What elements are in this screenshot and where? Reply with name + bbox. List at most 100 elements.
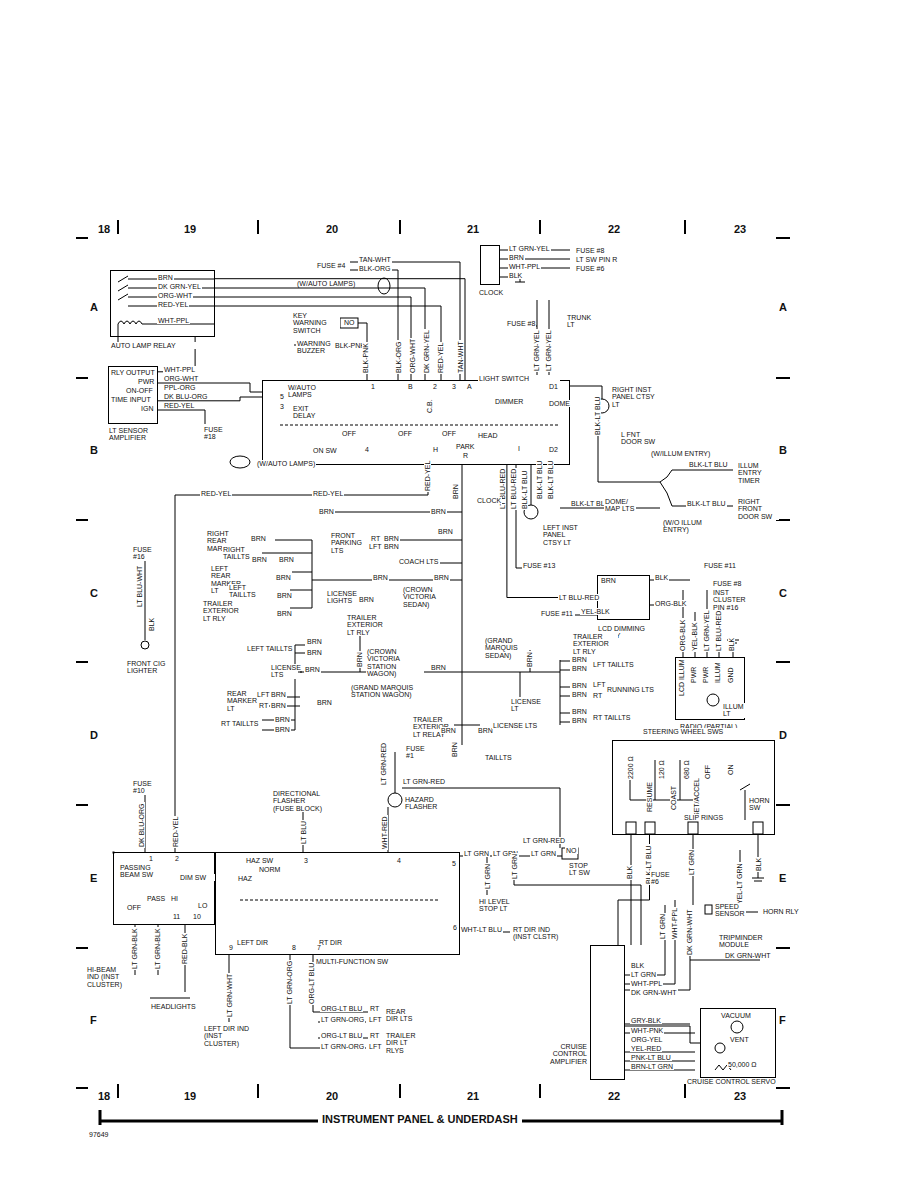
wire-label: SPEED SENSOR [714,903,746,918]
grid-reference: C [778,588,788,600]
wire-label: 3 [279,403,285,410]
wire-label: OFF [704,764,711,780]
wire-label: RT [592,692,603,699]
wire-label: IGN [140,405,154,412]
wire-label: BLK-LT BLU [688,461,729,468]
wire-label: SET/ACCEL [693,777,700,818]
wire-label: (CROWN VICTORIA STATION WAGON) [366,648,424,677]
wire-label: RED-YEL [424,460,431,492]
wire-label: I [517,445,521,452]
wire-label: BLK [630,962,645,969]
wire-label: 50,000 Ω [727,1061,758,1068]
wire-label: HORN RLY [762,908,800,915]
grid-reference: 20 [325,1091,339,1103]
wire-label: LT GRN-RED [402,778,446,785]
wire-label: BLK-ORG [358,265,392,272]
wire-label: 1 [370,383,376,390]
grid-reference: A [778,302,788,314]
wire-label: PWR [690,666,697,684]
wire-label: LT BLU-RED [510,468,517,510]
wire-label: DOME/ MAP LTS [604,498,636,513]
wire-label: BRN [306,649,323,656]
component-label: CRUISE CONTROL SERVO [686,1078,798,1085]
wire-label: LICENSE LTS [492,722,538,729]
component-box: CLOCK [480,245,500,285]
wire-label: (W/O ILLUM ENTRY) [662,519,712,534]
wire-label: 4 [364,446,370,453]
wire-label: PWR [137,378,155,385]
wire-label: TRAILER EXTERIOR LT RLY [346,614,388,636]
wire-label: WHT-PNK [630,1027,664,1034]
wire-label: FUSE #8 [575,247,605,254]
wire-label: (W/ILLUM ENTRY) [650,450,711,457]
wire-label: RED-YEL [312,490,344,497]
wire-label: BRN [274,716,291,723]
component-label: MULTI-FUNCTION SW [315,958,417,965]
wire-label: TRAILER EXTERIOR LT RLY [202,600,248,622]
wire-label: VACUUM [720,1012,752,1019]
wire-label: C.B. [426,398,433,414]
wire-label: ILLUM [714,661,721,684]
wire-label: GND [727,666,734,684]
wire-label: HI LEVEL STOP LT [478,898,512,913]
wire-label: BLK-LT BLU [547,459,554,500]
wire-label: LT GRN-YEL [545,329,552,372]
wire-label: YEL-BLK [691,621,698,652]
wire-label: BRN [451,741,458,758]
grid-reference: F [778,1015,787,1027]
wire-label: DK BLU-ORG [163,393,209,400]
wire-label: LT GRN [630,971,657,978]
wire-label: ORG-LT BLU [308,962,315,1005]
wire-label: DK GRN-YEL [157,283,202,290]
wire-label: LT GRN-YEL [533,329,540,372]
wire-label: D2 [548,446,559,453]
grid-reference: F [89,1015,98,1027]
wire-label: TAN-WHT [358,256,392,263]
wire-label: OFF [397,430,413,437]
wire-label: YEL-LT GRN [736,862,743,905]
wire-label: LT SW PIN R [575,256,618,263]
wire-label: BRN [437,528,454,535]
wire-label: ORG-WHT [157,292,193,299]
wire-label: 2 [174,855,180,862]
wire-label: BRN [270,702,287,709]
grid-reference: 19 [183,1091,197,1103]
grid-reference: B [89,445,99,457]
wire-label: HAZ [237,875,253,882]
wire-label: WHT-PPL [157,317,190,324]
wire-label: 120 Ω [658,759,665,780]
grid-reference: D [89,730,99,742]
wire-label: LT GRN-RED [380,742,387,786]
wire-label: BRN [274,726,291,733]
wire-label: SLIP RINGS [683,814,724,821]
wire-label: RUNNING LTS [606,686,655,693]
wire-label: CLOCK [476,497,502,504]
wire-label: BRN [304,666,321,673]
wire-label: LT GRN [511,853,518,880]
wire-label: FRONT PARKING LTS [330,532,368,554]
wire-label: BRN [276,610,293,617]
wire-label: (GRAND MARQUIS STATION WAGON) [350,684,416,699]
wire-label: ON SW [312,447,338,454]
wire-label: HI [170,895,179,902]
grid-reference: C [89,588,99,600]
wire-label: BRN [440,727,457,734]
wire-label: DIMMER [494,398,524,405]
wire-label: LT GRN [530,850,557,857]
wire-label: BLK [626,865,633,880]
wire-label: FUSE #4 [316,262,346,269]
wire-label: (GRAND MARQUIS SEDAN) [484,637,528,659]
wire-connector [625,1026,700,1043]
wire-label: RED-YEL [157,301,189,308]
wire-label: LT GRN-ORG [286,960,293,1005]
wire-label: LICENSE LT [510,698,538,713]
diagram-title: INSTRUMENT PANEL & UNDERDASH [318,1113,522,1125]
wire-label: FUSE #8 [712,580,742,587]
wire-label: R [462,452,469,459]
wire-label: BLK-LT BLU [521,469,528,510]
component-label: CLOCK [478,289,520,296]
wire-label: ILLUM ENTRY TIMER [737,462,775,484]
wire-label: WHT-LT BLU [460,926,503,933]
wire-label: RED-YEL [172,816,179,848]
wire-label: DK GRN-WHT [630,989,678,996]
